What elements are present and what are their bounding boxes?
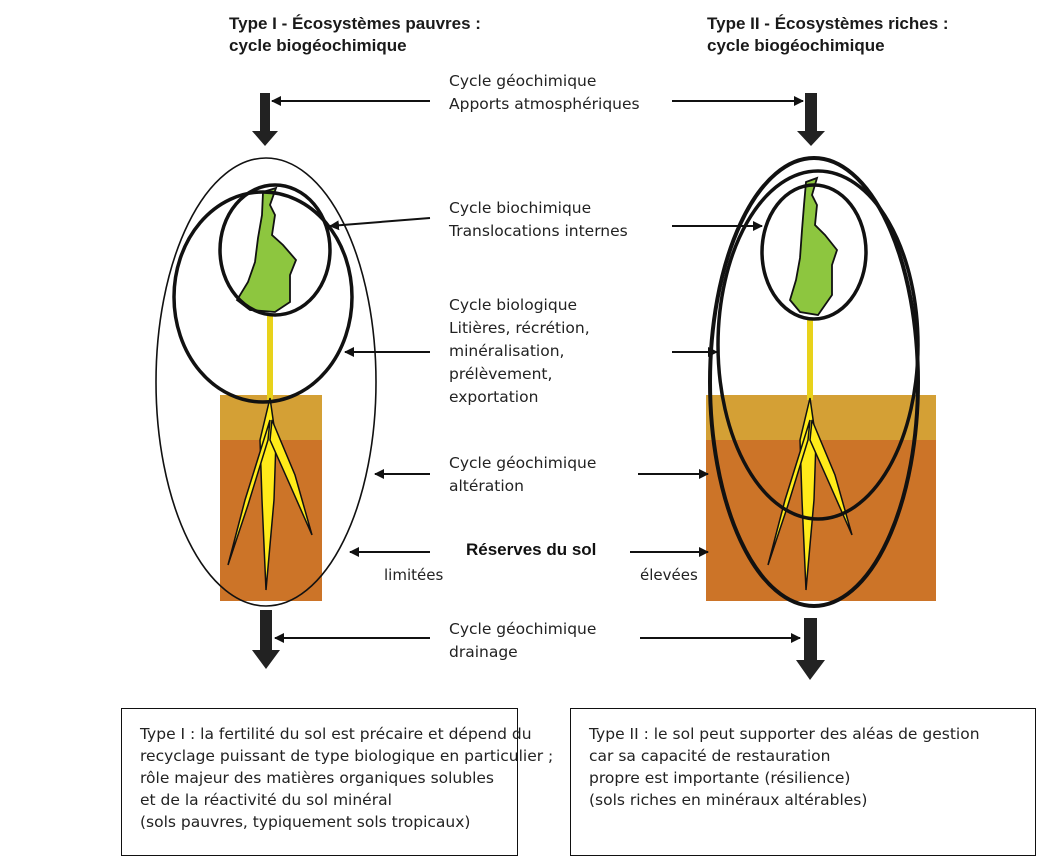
type1-description-box: Type I : la fertilité du sol est précair…	[121, 708, 518, 856]
label-drainage: Cycle géochimique drainage	[449, 618, 596, 664]
label-biochemical: Cycle biochimique Translocations interne…	[449, 197, 628, 243]
type2-topsoil	[706, 395, 936, 440]
label-geochemical-inputs: Cycle géochimique Apports atmosphériques	[449, 70, 640, 116]
type2-drainage-arrow	[796, 618, 825, 680]
type1-drainage-arrow	[252, 610, 280, 669]
type2-diagram	[706, 93, 936, 680]
label-high: élevées	[640, 566, 698, 584]
label-weathering: Cycle géochimique altération	[449, 452, 596, 498]
type2-plant	[790, 178, 837, 315]
label-limited: limitées	[384, 566, 443, 584]
type1-diagram	[156, 93, 376, 669]
type2-title: Type II - Écosystèmes riches : cycle bio…	[707, 13, 949, 57]
type1-title: Type I - Écosystèmes pauvres : cycle bio…	[229, 13, 481, 57]
label-biological: Cycle biologique Litières, récrétion, mi…	[449, 294, 590, 409]
label-soil-reserves: Réserves du sol	[466, 540, 596, 560]
arrow-biochem-left	[330, 218, 430, 226]
type2-description-box: Type II : le sol peut supporter des aléa…	[570, 708, 1036, 856]
type1-plant	[237, 188, 296, 312]
